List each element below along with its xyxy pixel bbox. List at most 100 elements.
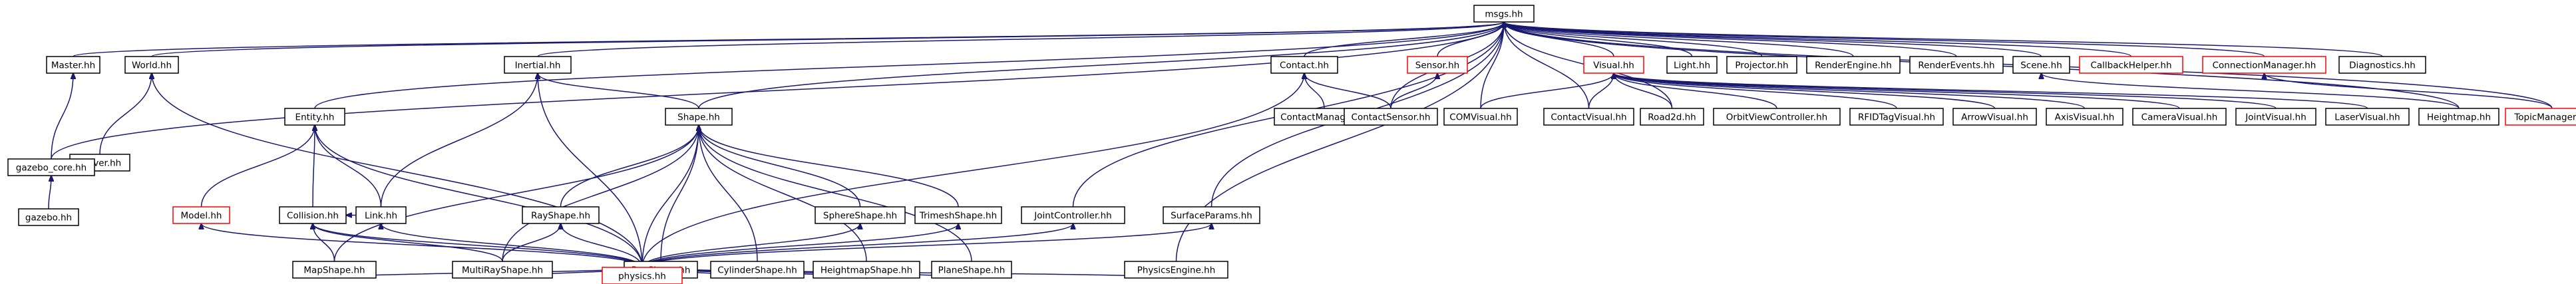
node-entity[interactable]: Entity.hh	[284, 108, 345, 126]
node-arrowvisual[interactable]: ArrowVisual.hh	[1952, 108, 2037, 126]
node-gazebocore[interactable]: gazebo_core.hh	[7, 158, 95, 176]
node-jointvisual[interactable]: JointVisual.hh	[2235, 108, 2316, 126]
node-renderengine-label: RenderEngine.hh	[1815, 61, 1892, 71]
node-heightmap-box	[2418, 108, 2499, 126]
node-rayshape[interactable]: RayShape.hh	[522, 206, 600, 224]
node-master[interactable]: Master.hh	[46, 56, 100, 74]
edge-collision-to-entity	[313, 125, 315, 208]
node-planeshape[interactable]: PlaneShape.hh	[931, 261, 1012, 279]
edge-scene-to-msgs	[1504, 22, 2042, 57]
node-axisvisual-box	[2046, 108, 2123, 126]
edge-contact-to-msgs	[1304, 22, 1504, 57]
node-cylindershape-label: CylinderShape.hh	[717, 265, 797, 276]
node-model-label: Model.hh	[181, 211, 222, 221]
edge-link-to-inertial	[380, 73, 538, 208]
node-trimeshshape-label: TrimeshShape.hh	[919, 211, 997, 221]
edge-gazebocore-to-msgs	[51, 22, 1504, 160]
node-road2d[interactable]: Road2d.hh	[1640, 108, 1704, 126]
edge-contactvisual-to-msgs	[1504, 22, 1590, 109]
node-inertial[interactable]: Inertial.hh	[504, 56, 572, 74]
edge-physics-to-collision	[313, 223, 643, 268]
node-cameravisual-box	[2132, 108, 2227, 126]
node-renderevents-label: RenderEvents.hh	[1918, 61, 1994, 71]
edge-physics-to-entity	[315, 125, 643, 268]
node-mapshape[interactable]: MapShape.hh	[292, 261, 377, 279]
node-renderengine[interactable]: RenderEngine.hh	[1806, 56, 1901, 74]
edge-planeshape-to-shape	[699, 125, 972, 262]
node-sensor[interactable]: Sensor.hh	[1407, 56, 1468, 74]
node-heightmap[interactable]: Heightmap.hh	[2418, 108, 2499, 126]
node-world-label: World.hh	[132, 61, 172, 71]
node-orbitview[interactable]: OrbitViewController.hh	[1713, 108, 1841, 126]
edge-visual-to-msgs	[1504, 22, 1614, 57]
node-msgs[interactable]: msgs.hh	[1473, 5, 1535, 23]
node-rfidtag-box	[1849, 108, 1944, 126]
node-sensor-label: Sensor.hh	[1415, 61, 1459, 71]
node-cylindershape-box	[710, 261, 805, 279]
node-connectionmanager-label: ConnectionManager.hh	[2213, 61, 2316, 71]
node-rfidtag-label: RFIDTagVisual.hh	[1858, 112, 1935, 123]
edge-cylindershape-to-shape	[699, 125, 758, 262]
node-collision-label: Collision.hh	[287, 211, 339, 221]
node-sphereshape[interactable]: SphereShape.hh	[815, 206, 906, 224]
node-model[interactable]: Model.hh	[172, 206, 230, 224]
node-contact-label: Contact.hh	[1280, 61, 1329, 71]
node-gazebo[interactable]: gazebo.hh	[18, 208, 79, 226]
edge-mapshape-to-collision	[313, 223, 335, 262]
edge-orbitview-to-visual	[1614, 73, 1777, 109]
node-connectionmanager[interactable]: ConnectionManager.hh	[2202, 56, 2326, 74]
node-physics[interactable]: physics.hh	[602, 267, 683, 284]
node-contactsensor[interactable]: ContactSensor.hh	[1344, 108, 1438, 126]
node-axisvisual[interactable]: AxisVisual.hh	[2046, 108, 2123, 126]
node-inertial-label: Inertial.hh	[515, 61, 561, 71]
node-axisvisual-label: AxisVisual.hh	[2055, 112, 2115, 123]
edge-light-to-msgs	[1504, 22, 1693, 57]
node-physicsengine[interactable]: PhysicsEngine.hh	[1124, 261, 1228, 279]
edge-renderengine-to-msgs	[1504, 22, 1854, 57]
node-scene-box	[2012, 56, 2070, 74]
node-multirayshape[interactable]: MultiRayShape.hh	[452, 261, 553, 279]
node-light-box	[1666, 56, 1718, 74]
node-contactvisual[interactable]: ContactVisual.hh	[1543, 108, 1634, 126]
node-cameravisual-label: CameraVisual.hh	[2141, 112, 2218, 123]
node-link-label: Link.hh	[365, 211, 397, 221]
edge-entity-to-msgs	[314, 22, 1504, 109]
node-jointcontroller[interactable]: JointController.hh	[1021, 206, 1125, 224]
node-physics-box	[602, 267, 683, 284]
node-visual[interactable]: Visual.hh	[1583, 56, 1644, 74]
node-trimeshshape[interactable]: TrimeshShape.hh	[914, 206, 1002, 224]
node-projector[interactable]: Projector.hh	[1726, 56, 1797, 74]
edge-diagnostics-to-msgs	[1504, 22, 2383, 57]
node-shape[interactable]: Shape.hh	[665, 108, 733, 126]
node-world[interactable]: World.hh	[124, 56, 179, 74]
node-scene[interactable]: Scene.hh	[2012, 56, 2070, 74]
node-contactsensor-label: ContactSensor.hh	[1352, 112, 1431, 123]
node-callbackhelper[interactable]: CallbackHelper.hh	[2079, 56, 2183, 74]
edge-trimeshshape-to-shape	[699, 125, 959, 208]
edge-topicmanager-to-connectionmanager	[2265, 73, 2553, 109]
node-physicsengine-label: PhysicsEngine.hh	[1137, 265, 1216, 276]
node-renderevents[interactable]: RenderEvents.hh	[1909, 56, 2004, 74]
node-laservisual[interactable]: LaserVisual.hh	[2325, 108, 2410, 126]
node-link[interactable]: Link.hh	[355, 206, 407, 224]
node-heightmapshape[interactable]: HeightmapShape.hh	[813, 261, 920, 279]
node-diagnostics[interactable]: Diagnostics.hh	[2338, 56, 2426, 74]
edge-gazebocore-to-master	[51, 73, 73, 160]
node-mapshape-label: MapShape.hh	[303, 265, 365, 276]
edge-multirayshape-to-rayshape	[502, 223, 561, 262]
node-contact[interactable]: Contact.hh	[1270, 56, 1338, 74]
edge-comvisual-to-visual	[1480, 73, 1614, 109]
node-comvisual[interactable]: COMVisual.hh	[1443, 108, 1518, 126]
node-jointcontroller-box	[1021, 206, 1125, 224]
edge-physics-to-rayshape	[561, 223, 643, 268]
node-cylindershape[interactable]: CylinderShape.hh	[710, 261, 805, 279]
node-multirayshape-box	[452, 261, 553, 279]
node-surfaceparams[interactable]: SurfaceParams.hh	[1163, 206, 1260, 224]
node-rfidtag[interactable]: RFIDTagVisual.hh	[1849, 108, 1944, 126]
node-collision[interactable]: Collision.hh	[279, 206, 347, 224]
node-light[interactable]: Light.hh	[1666, 56, 1718, 74]
node-cameravisual[interactable]: CameraVisual.hh	[2132, 108, 2227, 126]
node-contactsensor-box	[1344, 108, 1438, 126]
node-topicmanager[interactable]: TopicManager.hh	[2505, 108, 2576, 126]
node-master-label: Master.hh	[51, 61, 95, 71]
